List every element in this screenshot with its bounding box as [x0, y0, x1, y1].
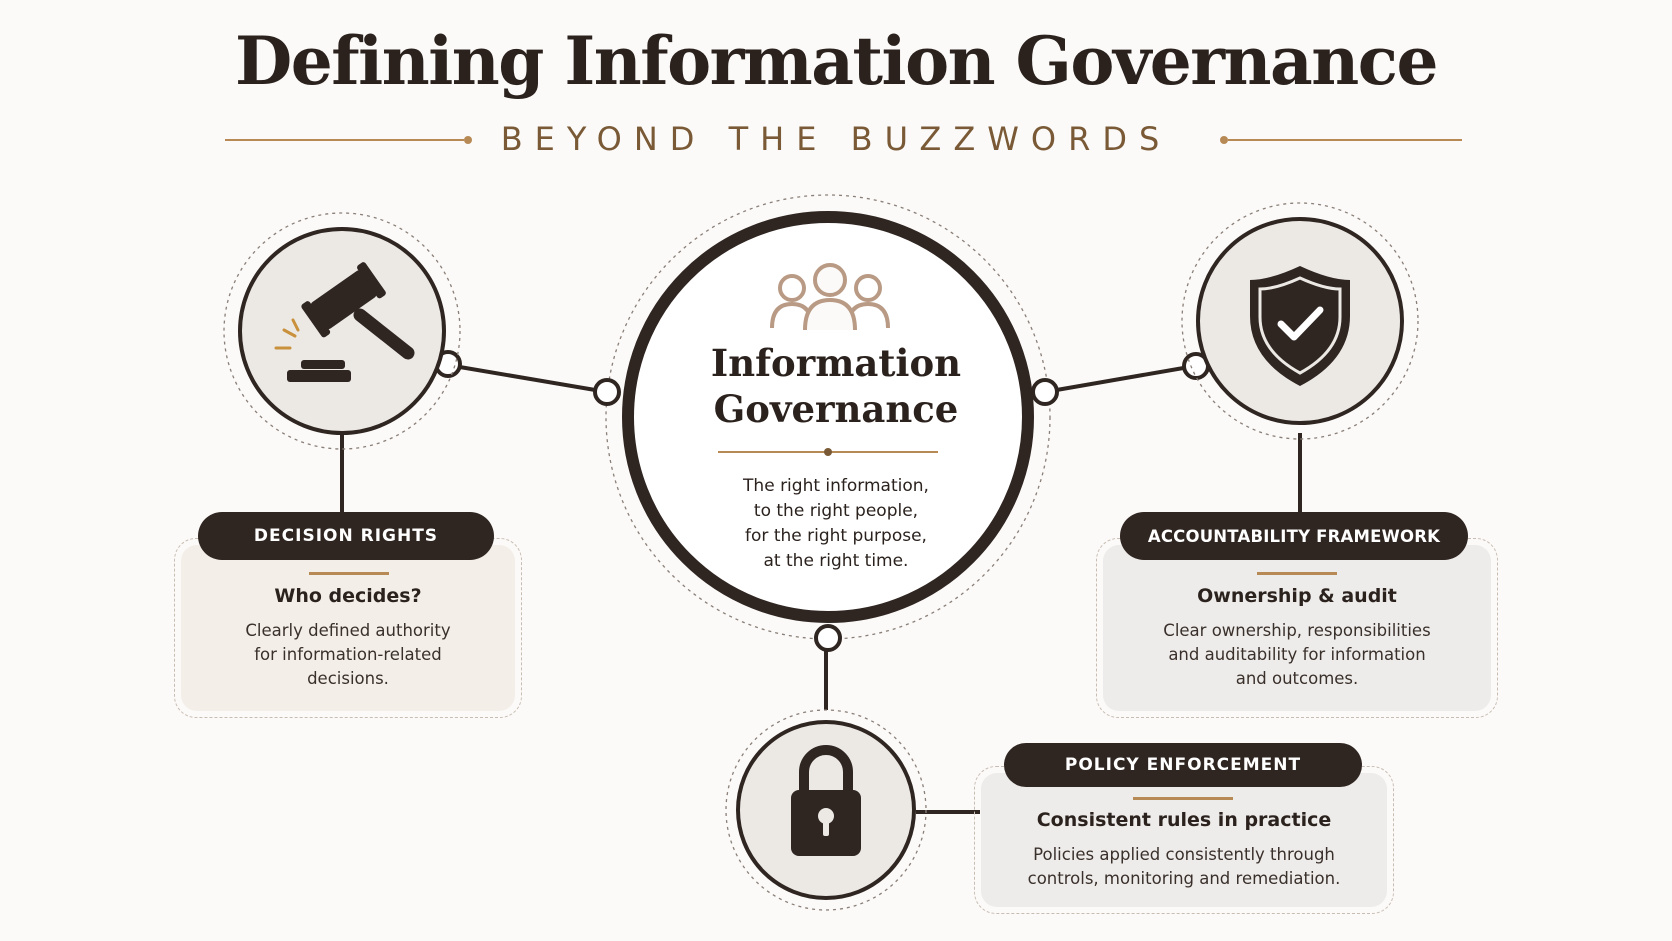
center-desc-line: for the right purpose,: [745, 526, 927, 546]
shield-check-icon: [1250, 266, 1350, 386]
center-description: The right information, to the right peop…: [676, 474, 996, 574]
subtitle-right-rule: [1220, 136, 1462, 144]
accountability-text-line: Clear ownership, responsibilities: [1163, 621, 1431, 640]
gavel-icon: [274, 262, 415, 382]
decision-rights-underline: [309, 572, 389, 575]
decision-rights-text-line: for information-related: [254, 645, 442, 664]
policy-card: Consistent rules in practice Policies ap…: [974, 766, 1394, 914]
center-hub: [605, 194, 1051, 640]
policy-text-line: controls, monitoring and remediation.: [1027, 869, 1341, 888]
decision-rights-label: DECISION RIGHTS: [198, 512, 494, 560]
accountability-text-line: and auditability for information: [1168, 645, 1426, 664]
policy-heading: Consistent rules in practice: [1036, 809, 1332, 831]
decision-rights-text: Clearly defined authority for informatio…: [175, 619, 521, 691]
accountability-card: Ownership & audit Clear ownership, respo…: [1096, 538, 1498, 718]
policy-text: Policies applied consistently through co…: [975, 843, 1393, 891]
center-desc-line: at the right time.: [763, 551, 909, 571]
subtitle-left-rule: [225, 136, 472, 144]
padlock-icon: [791, 745, 861, 856]
decision-rights-text-line: Clearly defined authority: [245, 621, 451, 640]
connector-nodes: [434, 350, 1210, 652]
center-title-line: Governance: [713, 387, 959, 431]
accountability-label: ACCOUNTABILITY FRAMEWORK: [1120, 512, 1468, 560]
policy-label: POLICY ENFORCEMENT: [1004, 743, 1362, 787]
accountability-text: Clear ownership, responsibilities and au…: [1097, 619, 1497, 691]
center-title-line: Information: [710, 341, 962, 385]
center-title: Information Governance: [676, 340, 996, 432]
policy-text-line: Policies applied consistently through: [1033, 845, 1335, 864]
page-title: Defining Information Governance: [235, 22, 1438, 100]
page-subtitle: BEYOND THE BUZZWORDS: [500, 120, 1172, 158]
decision-rights-text-line: decisions.: [307, 669, 389, 688]
decision-rights-circle: [223, 212, 461, 450]
policy-underline: [1133, 797, 1233, 800]
decision-rights-heading: Who decides?: [274, 585, 422, 607]
accountability-underline: [1257, 572, 1337, 575]
center-desc-line: to the right people,: [753, 501, 919, 521]
accountability-text-line: and outcomes.: [1235, 669, 1359, 688]
decision-rights-card: Who decides? Clearly defined authority f…: [174, 538, 522, 718]
people-group-icon: [770, 263, 890, 331]
center-desc-line: The right information,: [743, 476, 929, 496]
accountability-heading: Ownership & audit: [1197, 585, 1397, 607]
